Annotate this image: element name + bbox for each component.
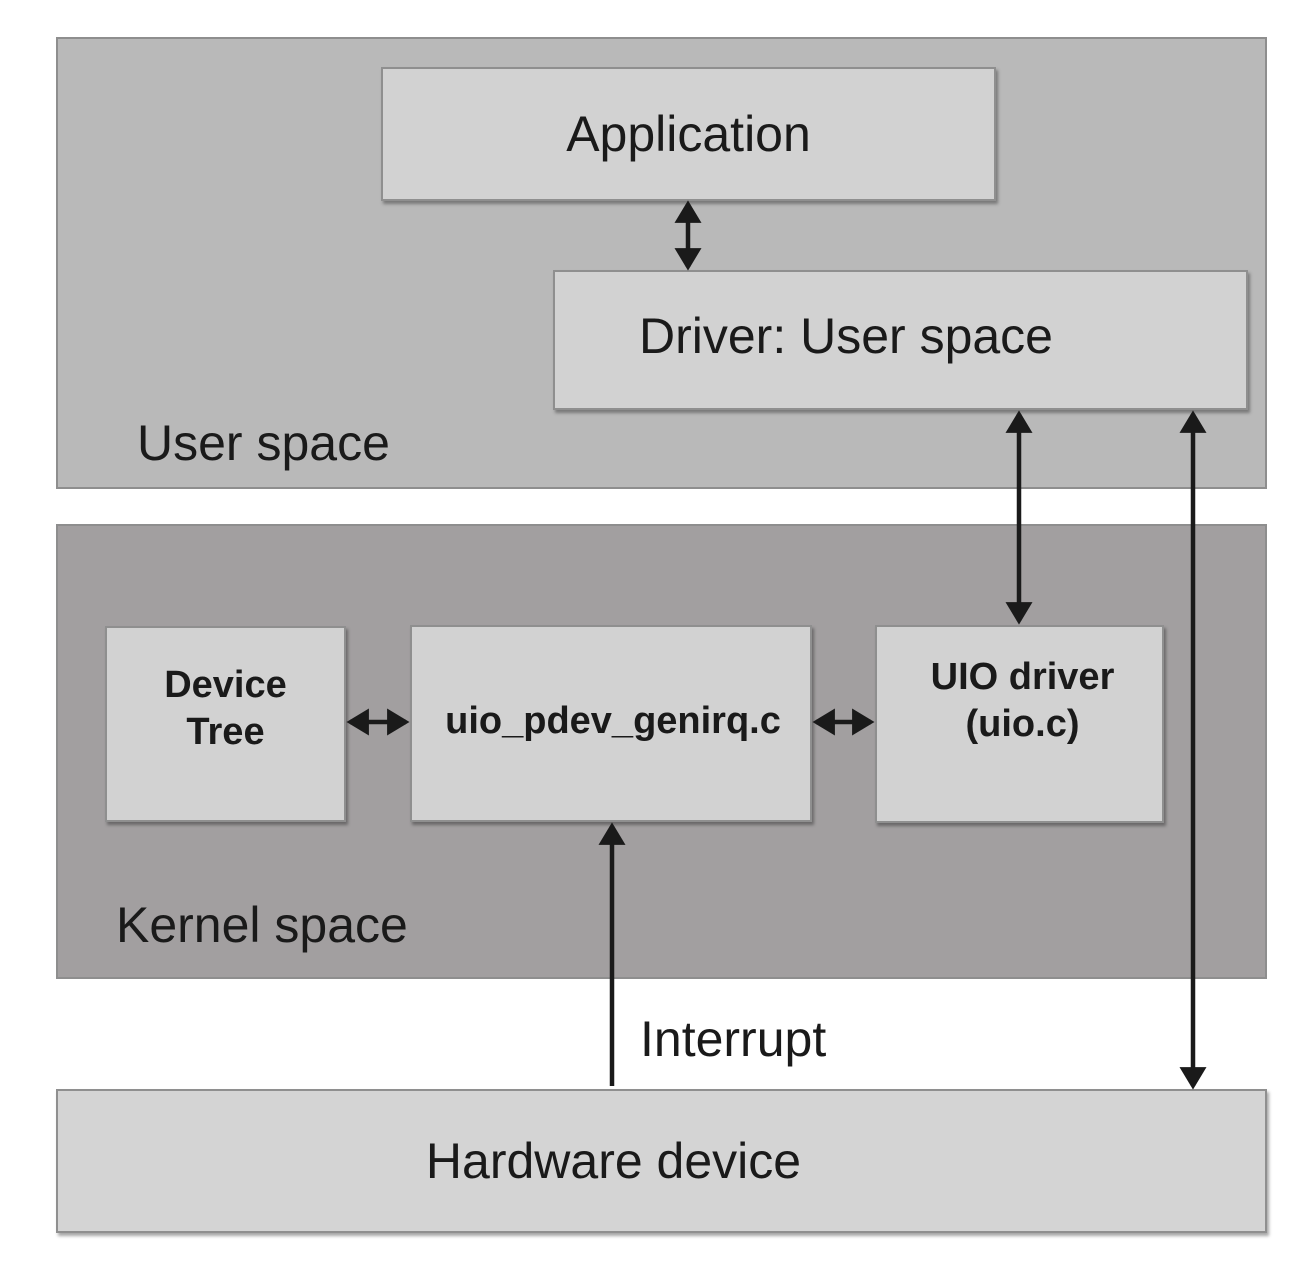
application-label: Application	[566, 106, 811, 162]
uio-pdev-genirq-box: uio_pdev_genirq.c	[410, 625, 812, 822]
kernel-space-label: Kernel space	[116, 897, 408, 953]
interrupt-label: Interrupt	[640, 1011, 827, 1067]
hardware-device-label: Hardware device	[425, 1133, 802, 1189]
driver-user-space-box: Driver: User space	[553, 270, 1248, 410]
device-tree-label: Device Tree	[164, 663, 287, 754]
driver-user-space-label: Driver: User space	[639, 308, 1053, 364]
uio-driver-label: UIO driver (uio.c)	[930, 655, 1115, 746]
user-space-label: User space	[137, 415, 390, 471]
uio-driver-box: UIO driver (uio.c)	[875, 625, 1164, 823]
uio-pdev-genirq-label: uio_pdev_genirq.c	[445, 699, 781, 742]
application-box: Application	[381, 67, 996, 201]
device-tree-box: Device Tree	[105, 626, 346, 822]
hardware-device-box: Hardware device	[56, 1089, 1267, 1233]
